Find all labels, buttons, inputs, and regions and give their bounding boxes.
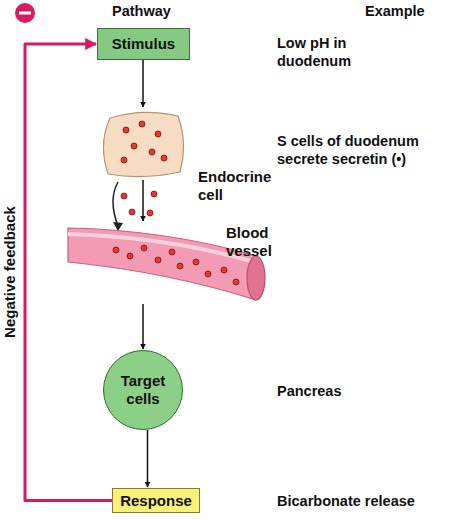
hormone-dot xyxy=(127,253,133,259)
hormone-dot xyxy=(193,259,199,265)
hormone-dot xyxy=(131,143,137,149)
target-circle: Target cells xyxy=(103,350,183,430)
hormone-dot xyxy=(123,127,129,133)
example-text: Low pH in duodenum xyxy=(277,34,387,70)
example-text: S cells of duodenum secrete secretin (•) xyxy=(277,132,457,168)
hormone-dot xyxy=(155,257,161,263)
cell-outline xyxy=(98,108,188,180)
minus-bar xyxy=(19,12,31,15)
hormone-dot xyxy=(149,149,155,155)
flow-arrow xyxy=(147,430,149,487)
cell-body xyxy=(103,112,183,176)
edge-label: Negative feedback xyxy=(1,182,19,362)
flow-arrow xyxy=(142,180,144,221)
hormone-dot xyxy=(169,249,175,255)
hormone-dot xyxy=(121,157,127,163)
hormone-dot xyxy=(177,263,183,269)
secretion-arrow xyxy=(113,182,118,226)
inhibition-symbol xyxy=(15,3,35,23)
flow-arrow xyxy=(142,60,144,107)
column-header: Example xyxy=(365,2,445,20)
hormone-dot xyxy=(113,247,119,253)
hormone-dot xyxy=(141,245,147,251)
hormone-dot xyxy=(139,121,145,127)
column-header: Pathway xyxy=(112,2,192,20)
hormone-dots xyxy=(121,191,157,216)
stimulus-box: Stimulus xyxy=(97,28,190,60)
node-label: Endocrine cell xyxy=(198,168,268,204)
node-label: Blood vessel xyxy=(226,224,286,260)
node-label: Response xyxy=(120,492,192,510)
blood-vessel: Blood vessel xyxy=(68,222,268,304)
response-box: Response xyxy=(112,488,200,513)
vessel-opening xyxy=(247,256,265,300)
flow-arrow xyxy=(142,304,144,349)
hormone-dot xyxy=(161,155,167,161)
endocrine-cell: Endocrine cell xyxy=(98,108,188,180)
node-label: Target cells xyxy=(104,372,182,408)
node-label: Stimulus xyxy=(112,35,175,53)
hormone-dot xyxy=(155,131,161,137)
example-text: Pancreas xyxy=(277,382,397,400)
hormone-dot xyxy=(221,267,227,273)
hormone-dot xyxy=(233,279,239,285)
arrow-head xyxy=(113,222,123,231)
hormone-dot xyxy=(205,271,211,277)
example-text: Bicarbonate release xyxy=(277,492,457,510)
feedback-line xyxy=(25,44,112,501)
